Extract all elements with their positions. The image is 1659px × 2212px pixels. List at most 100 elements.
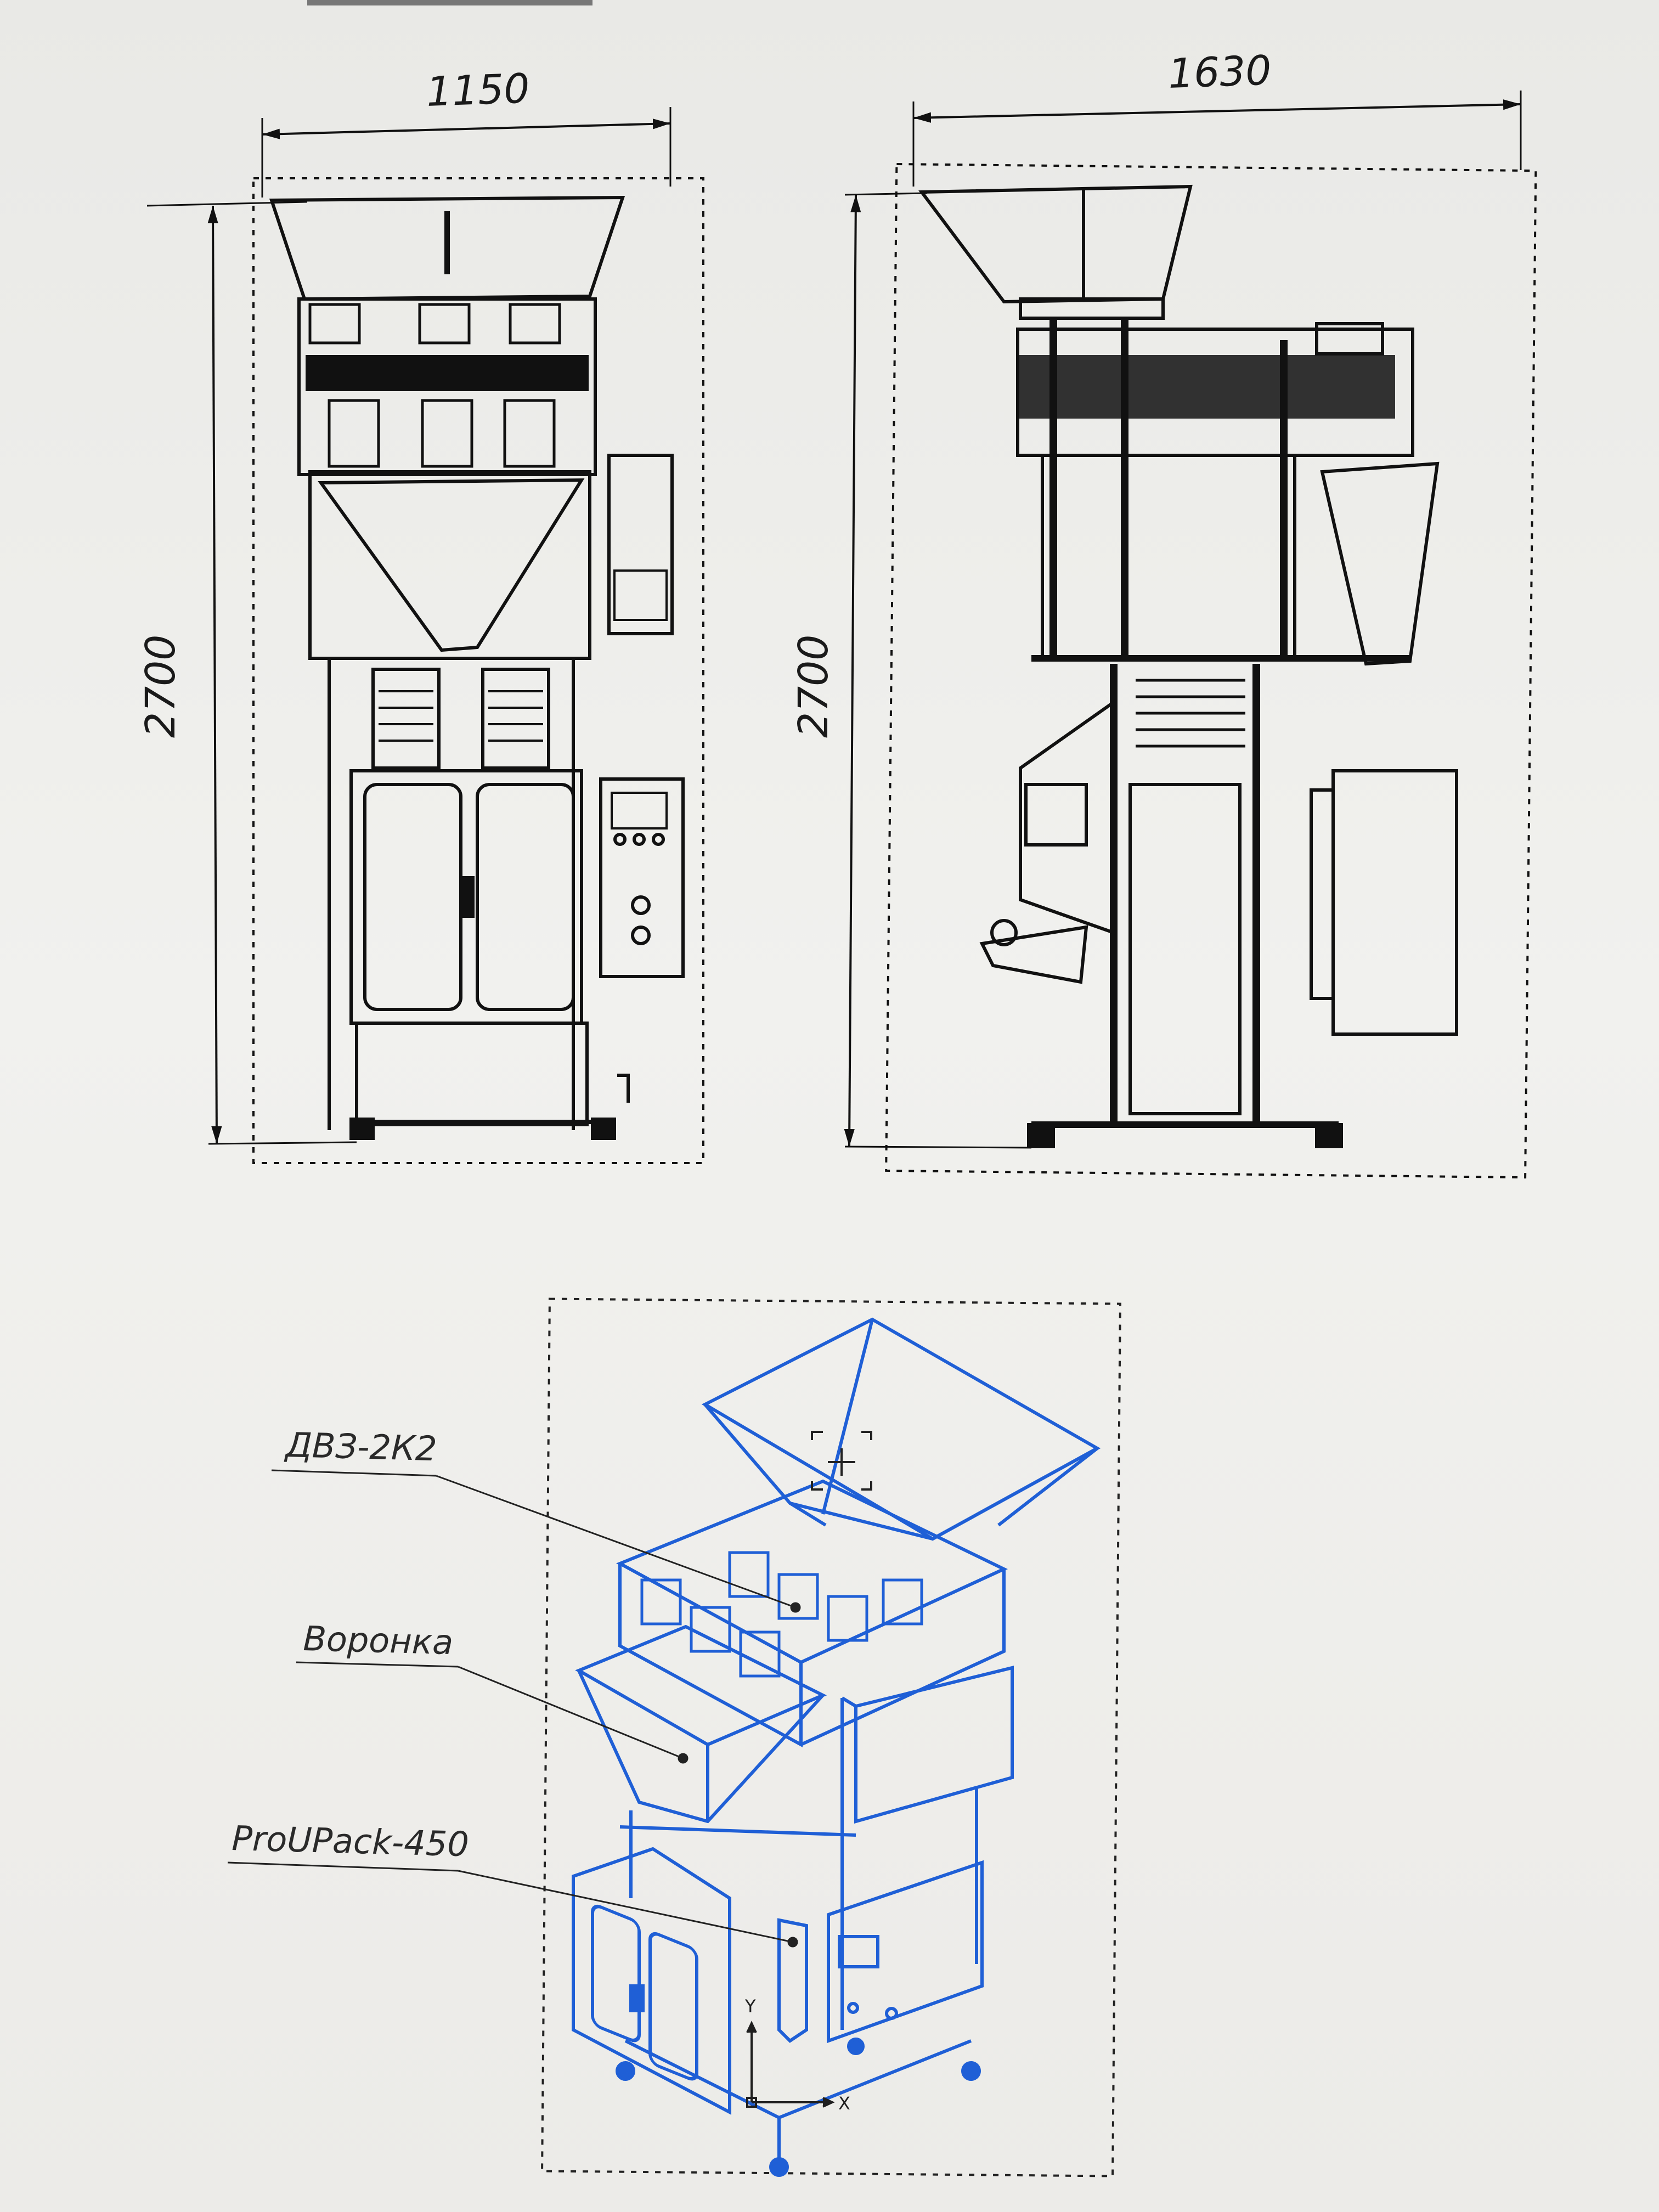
front-conveyor-slats [379, 690, 543, 742]
side-packer-cabinet [1331, 769, 1458, 1036]
callout-3-text: ProUPack-450 [232, 1818, 470, 1864]
side-packer-front [1019, 699, 1115, 935]
callout-1-leader [436, 1475, 796, 1609]
front-height-ext-bottom [208, 1141, 357, 1145]
front-funnel-box [308, 470, 591, 660]
iso-packer-screen [838, 1935, 879, 1968]
side-width-dim-line [913, 99, 1521, 123]
ucs-axes-icon [746, 2021, 835, 2108]
side-foot-right [1315, 1123, 1343, 1148]
iso-packer-left-cabinet [572, 1847, 731, 2115]
front-weigh-bucket-2 [421, 399, 473, 468]
callout-2-text: Воронка [303, 1618, 454, 1662]
front-foot-left [349, 1118, 375, 1140]
front-button-3 [652, 833, 665, 846]
iso-funnel [575, 1624, 827, 1747]
side-weigher-mech [1019, 355, 1395, 419]
iso-hopper-sides [703, 1403, 1098, 1541]
isometric-view [572, 1317, 1101, 2177]
front-height-ext-top [146, 201, 308, 207]
callout-1-dot [790, 1602, 801, 1613]
iso-foot-4 [847, 2038, 865, 2055]
iso-control-box-edge [841, 1696, 857, 1708]
front-height-dimension-text: 2700 [137, 635, 184, 738]
side-height-ext-bottom [844, 1146, 1032, 1149]
front-conveyor-left [371, 668, 441, 770]
front-weigh-bucket-row [306, 355, 589, 391]
iso-foot-2 [769, 2157, 789, 2177]
front-packer-door-left [363, 783, 462, 1011]
iso-foot-3 [961, 2061, 981, 2081]
front-width-dim-line [262, 119, 671, 139]
front-view-envelope [252, 177, 704, 1164]
callout-leaders [227, 1469, 801, 1948]
front-height-dim-line [207, 205, 222, 1144]
front-outlet-hook [617, 1074, 630, 1103]
callout-1-text: ДВЗ-2К2 [284, 1425, 438, 1469]
front-weigher-frame [297, 297, 597, 476]
iso-weigher-right [800, 1569, 1006, 1746]
iso-funnel-sides [577, 1669, 825, 1824]
front-packer-screen [611, 792, 668, 830]
iso-packer-knob-2 [847, 2002, 859, 2014]
iso-frame-beam [619, 1825, 856, 1837]
side-width-dimension-text: 1630 [1167, 47, 1272, 98]
iso-forming-tube [777, 1918, 808, 2043]
front-weigh-bucket-3 [503, 399, 556, 468]
front-weigh-head-1 [308, 303, 361, 345]
side-height-dim-line [844, 194, 861, 1147]
iso-foot-1 [616, 2061, 635, 2081]
side-height-dimension-text: 2700 [790, 635, 837, 738]
iso-control-box [854, 1666, 1014, 1824]
front-foot-right [591, 1118, 616, 1140]
ucs-y-label: Y [744, 1996, 756, 2017]
callout-2-shelf [296, 1661, 459, 1668]
front-knob-1 [631, 895, 651, 915]
top-edge-strip [307, 0, 592, 5]
iso-hopper-edge-1 [789, 1502, 827, 1527]
callout-1-shelf [271, 1469, 437, 1477]
side-packer-mid [1128, 783, 1242, 1115]
side-forming-tube [1310, 788, 1335, 1000]
front-button-1 [613, 833, 627, 846]
front-packer-door-right [476, 783, 575, 1011]
callout-3-dot [787, 1937, 798, 1948]
front-weigher-control-box [607, 454, 674, 635]
front-width-dimension-text: 1150 [426, 65, 531, 116]
iso-packer-door-2 [648, 1932, 698, 2081]
side-view-envelope [885, 163, 1537, 1179]
side-hopper [918, 184, 1193, 304]
callout-2-leader [458, 1666, 684, 1759]
ucs-x-label: X [838, 2093, 850, 2114]
front-funnel [318, 478, 585, 652]
front-packer-control-panel [599, 777, 685, 978]
side-hopper-plate [1019, 297, 1165, 320]
iso-hopper-edge-2 [821, 1319, 874, 1515]
side-roller [990, 919, 1018, 946]
iso-packer-handle [629, 1984, 645, 2012]
iso-view-envelope [541, 1297, 1121, 2177]
iso-packer-knob [885, 2007, 898, 2020]
callout-2-dot [678, 1753, 689, 1764]
side-packer-window [1024, 783, 1088, 847]
front-view [146, 107, 704, 1164]
front-conveyor-right [481, 668, 550, 770]
front-button-2 [633, 833, 646, 846]
side-frame-box [1041, 454, 1296, 660]
front-door-handle [459, 876, 475, 918]
callout-3-shelf [227, 1861, 459, 1872]
side-funnel [1320, 461, 1440, 666]
front-weigh-head-2 [418, 303, 471, 345]
front-weigher-display [613, 569, 668, 621]
front-weigh-head-3 [509, 303, 561, 345]
iso-packer-door-1 [591, 1904, 641, 2042]
iso-weigh-buckets [640, 1551, 923, 1678]
side-view [844, 91, 1537, 1179]
front-knob-2 [631, 926, 651, 945]
front-base-frame [355, 1022, 589, 1126]
iso-base-frame [624, 2039, 972, 2120]
cad-selection-cursor [811, 1431, 872, 1491]
front-weigh-bucket-1 [328, 399, 380, 468]
